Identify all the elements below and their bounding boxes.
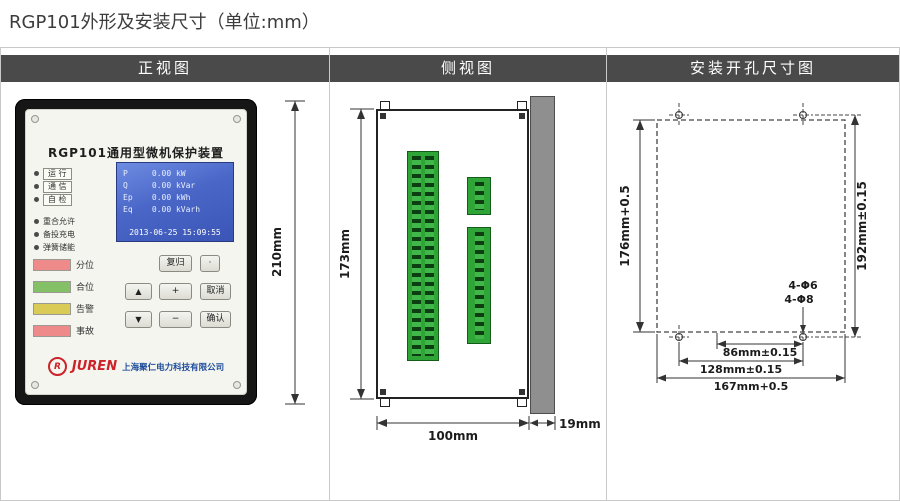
led-dot-icon (34, 245, 39, 250)
terminal-block-small-bottom (467, 227, 491, 344)
mounting-ear (517, 398, 527, 407)
corner-block (519, 113, 525, 119)
status-closed: 合位 (33, 280, 94, 293)
terminal-block-large (407, 151, 439, 361)
key-down: ▼ (125, 311, 152, 328)
device-face: RGP101通用型微机保护装置 运 行 通 信 自 检 (25, 109, 247, 395)
holes-d6-label: 4-Φ6 (788, 279, 818, 292)
led-label: 通 信 (43, 180, 72, 193)
hole-span-v-label: 192mm±0.15 (855, 181, 869, 271)
key-reset: 复归 (159, 255, 192, 272)
key-dot: · (200, 255, 220, 272)
status-open: 分位 (33, 258, 94, 271)
side-height-label: 173mm (338, 229, 352, 279)
led-dot-icon (34, 219, 39, 224)
led-dot-icon (34, 184, 39, 189)
status-alarm: 告警 (33, 302, 94, 315)
lcd-line: Eq 0.00 kVarh (123, 205, 201, 214)
terminal-pins (475, 232, 484, 339)
terminal-pins (475, 182, 484, 210)
led-label: 自 检 (43, 193, 72, 206)
status-label: 告警 (76, 305, 95, 315)
page-title: RGP101外形及安装尺寸（单位:mm） (9, 12, 320, 33)
screw-icon (233, 115, 241, 123)
panel-front-view: 正视图 RGP101通用型微机保护装置 运 行 (1, 48, 330, 500)
hole-marker-top-left (669, 103, 689, 127)
key-plus: + (159, 283, 192, 300)
key-confirm: 确认 (200, 311, 231, 328)
key-up: ▲ (125, 283, 152, 300)
lcd-datetime: 2013-06-25 15:09:55 (129, 228, 221, 237)
status-chip-icon (33, 302, 71, 315)
span-b-label: 128mm±0.15 (700, 363, 782, 376)
status-chip-icon (33, 324, 71, 337)
corner-block (519, 389, 525, 395)
side-view-body: 173mm 100mm 19mm (330, 82, 606, 500)
cutout-height-label: 176mm+0.5 (618, 185, 632, 266)
corner-block (380, 113, 386, 119)
screw-icon (31, 381, 39, 389)
panel-install-header: 安装开孔尺寸图 (607, 55, 899, 82)
side-depth-label: 19mm (559, 417, 601, 431)
led-label: 重合允许 (43, 217, 75, 226)
key-cancel: 取消 (200, 283, 231, 300)
brand-name: JUREN (71, 359, 118, 374)
corner-block (380, 389, 386, 395)
terminal-pins (425, 156, 434, 356)
cutout-width-label: 167mm+0.5 (714, 380, 789, 393)
status-chip-icon (33, 258, 71, 271)
cutout-rect (656, 119, 846, 333)
lcd-line: Q 0.00 kVar (123, 181, 196, 190)
juren-logo-icon: R (47, 357, 67, 376)
lcd-screen: P 0.00 kW Q 0.00 kVar Ep 0.00 kWh Eq 0.0… (116, 162, 234, 242)
panel-install-cutout: 安装开孔尺寸图 (607, 48, 899, 500)
status-label: 事故 (76, 327, 95, 337)
led-label: 备投充电 (43, 230, 75, 239)
front-panel-plate (530, 96, 555, 414)
panel-side-header: 侧视图 (330, 55, 606, 82)
side-width-label: 100mm (428, 429, 478, 443)
led-dot-icon (34, 232, 39, 237)
led-reclose: 重合允许 (34, 215, 114, 228)
terminal-block-small-top (467, 177, 491, 215)
device-front-illustration: RGP101通用型微机保护装置 运 行 通 信 自 检 (15, 99, 257, 405)
lcd-line: Ep 0.00 kWh (123, 193, 191, 202)
panel-front-header: 正视图 (1, 55, 329, 82)
diagram-board: 正视图 RGP101通用型微机保护装置 运 行 (0, 47, 900, 501)
span-a-label: 86mm±0.15 (723, 346, 798, 359)
led-backup-charge: 备投充电 (34, 228, 114, 241)
status-chip-icon (33, 280, 71, 293)
brand-row: R JUREN 上海聚仁电力科技有限公司 (26, 357, 246, 376)
led-selfcheck: 自 检 (34, 193, 114, 206)
device-model-title: RGP101通用型微机保护装置 (48, 146, 224, 160)
panel-side-view: 侧视图 (330, 48, 607, 500)
brand-company: 上海聚仁电力科技有限公司 (122, 362, 225, 373)
led-label: 运 行 (43, 167, 72, 180)
screw-icon (233, 381, 241, 389)
status-fault: 事故 (33, 324, 94, 337)
mounting-ear (380, 398, 390, 407)
screw-icon (31, 115, 39, 123)
lcd-line: P 0.00 kW (123, 169, 186, 178)
led-dot-icon (34, 197, 39, 202)
led-run: 运 行 (34, 167, 114, 180)
front-view-body: RGP101通用型微机保护装置 运 行 通 信 自 检 (1, 82, 329, 500)
led-comm: 通 信 (34, 180, 114, 193)
holes-d8-label: 4-Φ8 (784, 293, 813, 306)
led-spring-energy: 弹簧储能 (34, 241, 114, 254)
hole-marker-bottom-left (669, 325, 689, 349)
hole-marker-top-right (793, 103, 813, 127)
led-label: 弹簧储能 (43, 243, 75, 252)
side-case-outline (376, 109, 529, 399)
status-label: 分位 (76, 261, 95, 271)
install-view-body: 176mm+0.5 192mm±0.15 4-Φ6 4-Φ8 (607, 82, 899, 500)
hole-marker-bottom-right (793, 325, 813, 349)
install-cutout-drawing: 176mm+0.5 192mm±0.15 4-Φ6 4-Φ8 (618, 103, 869, 393)
key-minus: − (159, 311, 192, 328)
front-height-label: 210mm (270, 227, 284, 277)
status-label: 合位 (76, 283, 95, 293)
led-dot-icon (34, 171, 39, 176)
terminal-pins (412, 156, 421, 356)
led-indicator-column: 运 行 通 信 自 检 重合允许 (34, 167, 114, 254)
